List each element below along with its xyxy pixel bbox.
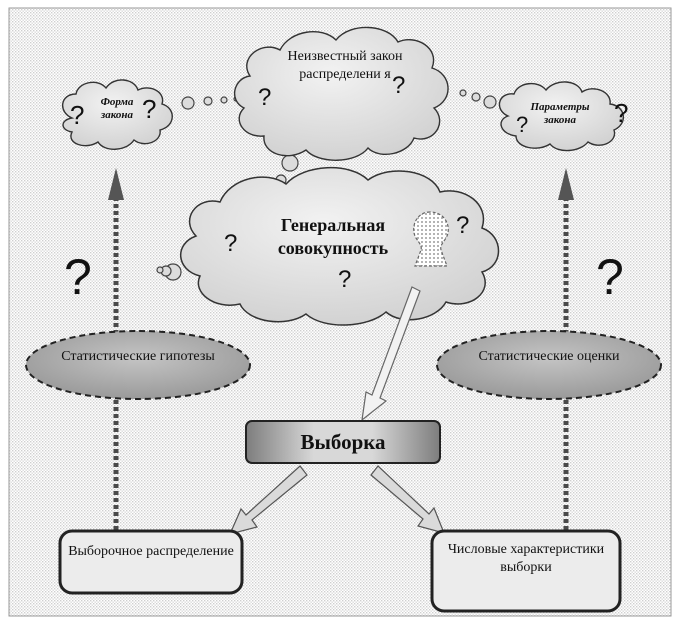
- question-mark-unknown-left: ?: [258, 84, 272, 111]
- question-mark-big-right: ?: [596, 249, 624, 305]
- label-numeric-characteristics: Числовые характеристики выборки: [447, 542, 605, 576]
- box-numeric-characteristics: [430, 529, 622, 613]
- question-mark-params-right: ?: [614, 98, 629, 128]
- label-parametry-zakona: Параметры закона: [530, 101, 590, 127]
- right-vertical-arrow: [558, 168, 574, 530]
- arrow-sample-to-left-box: [228, 465, 308, 535]
- cloud-parametry-zakona: [498, 81, 624, 152]
- cloud-unknown-law: [233, 26, 449, 161]
- question-mark-params-left: ?: [516, 112, 529, 137]
- left-vertical-arrow: [108, 168, 124, 530]
- question-mark-forma-right: ?: [142, 94, 157, 124]
- question-mark-general-right: ?: [456, 212, 470, 239]
- question-mark-big-left: ?: [64, 249, 92, 305]
- label-sampling-distribution: Выборочное распределение: [68, 544, 234, 559]
- box-sample: [245, 420, 441, 464]
- question-mark-general-left: ?: [224, 230, 238, 257]
- thought-bubbles: [156, 89, 497, 281]
- label-forma-zakona: Форма закона: [100, 96, 134, 122]
- question-mark-forma-left: ?: [70, 100, 85, 130]
- cloud-general-population: [179, 167, 500, 326]
- cloud-forma-zakona: [62, 79, 173, 150]
- question-mark-unknown-right: ?: [392, 72, 406, 99]
- arrow-sample-to-right-box: [370, 465, 446, 534]
- label-unknown-law: Неизвестный закон распределени я: [287, 49, 403, 82]
- ellipse-stat-estimates: [436, 330, 662, 400]
- label-general-population: Генеральная совокупность: [277, 215, 389, 258]
- label-stat-estimates: Статистические оценки: [478, 349, 620, 364]
- box-sampling-distribution: [58, 529, 244, 595]
- keyhole-icon: [413, 211, 449, 267]
- arrow-cloud-to-sample: [361, 286, 421, 422]
- label-sample: Выборка: [300, 430, 386, 454]
- question-mark-general-bottom: ?: [338, 266, 352, 293]
- label-stat-hypotheses: Статистические гипотезы: [61, 349, 215, 364]
- ellipse-stat-hypotheses: [25, 330, 251, 400]
